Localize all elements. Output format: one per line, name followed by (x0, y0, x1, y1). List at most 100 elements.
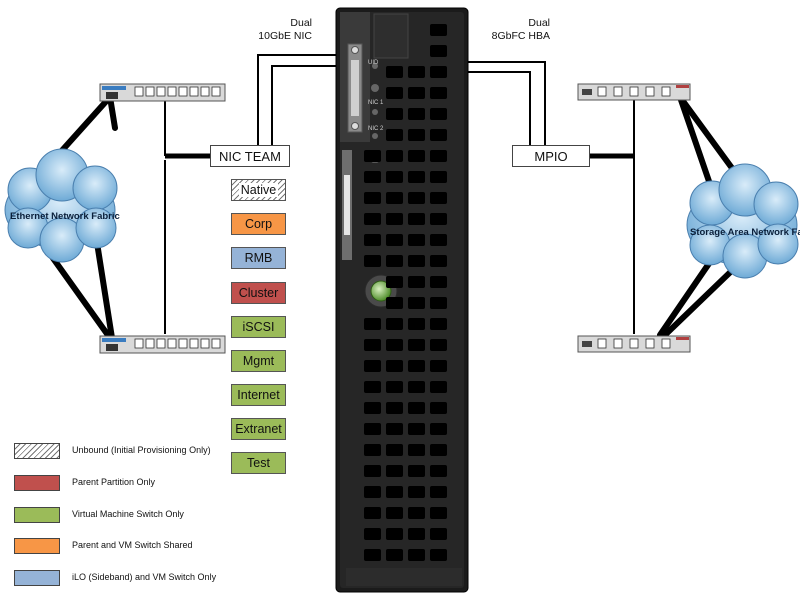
vent-slot (386, 507, 403, 519)
vent-slot (364, 234, 381, 246)
nic-top-line2: 10GbE NIC (258, 30, 312, 42)
vent-slot (408, 108, 425, 120)
vlan-label: Mgmt (242, 354, 275, 368)
vlan-label: Extranet (235, 422, 282, 436)
hba-top-label: Dual 8GbFC HBA (490, 17, 550, 43)
hba-top-line1: Dual (528, 17, 550, 29)
vent-slot (364, 318, 381, 330)
vent-slot (408, 444, 425, 456)
vent-slot (386, 255, 403, 267)
vent-slot (386, 318, 403, 330)
vent-slot (364, 381, 381, 393)
vent-slot (408, 192, 425, 204)
vent-slot (408, 549, 425, 561)
legend-swatch (14, 538, 60, 554)
vent-slot (408, 486, 425, 498)
hba-cables (468, 61, 635, 334)
vlan-item: Test (231, 452, 286, 474)
vent-slot (386, 339, 403, 351)
san-cloud-icon (686, 163, 799, 279)
vent-slot (430, 171, 447, 183)
vent-slot (430, 486, 447, 498)
vlan-item: RMB (231, 247, 286, 269)
legend-swatch (14, 507, 60, 523)
hba-top-line2: 8GbFC HBA (491, 30, 550, 42)
vlan-label: Test (247, 456, 270, 470)
vent-slot (364, 255, 381, 267)
vent-slot (386, 528, 403, 540)
vlan-item: Internet (231, 384, 286, 406)
ethernet-switch-bottom (99, 335, 226, 354)
vent-slot (430, 297, 447, 309)
vent-slot (386, 381, 403, 393)
vent-slot (386, 276, 403, 288)
vent-slot (386, 360, 403, 372)
legend-swatch (14, 443, 60, 459)
vent-slot (386, 108, 403, 120)
vent-slot (386, 66, 403, 78)
vent-slot (408, 129, 425, 141)
vent-slot (430, 24, 447, 36)
vent-slot (430, 423, 447, 435)
vlan-item: Corp (231, 213, 286, 235)
vent-slot (430, 549, 447, 561)
vent-slot (408, 87, 425, 99)
vlan-item: Native (231, 179, 286, 201)
legend-label: iLO (Sideband) and VM Switch Only (72, 572, 217, 582)
vent-slot (408, 507, 425, 519)
vent-slot (430, 402, 447, 414)
vent-slot (364, 192, 381, 204)
vent-slot (408, 339, 425, 351)
vent-slot (386, 444, 403, 456)
vent-slot (408, 360, 425, 372)
server-nic1-label: NIC 1 (368, 100, 384, 106)
vent-slot (364, 486, 381, 498)
vent-slot (364, 402, 381, 414)
nic-top-line1: Dual (290, 17, 312, 29)
vent-slot (386, 402, 403, 414)
vent-slot (386, 213, 403, 225)
vent-slot (408, 234, 425, 246)
vent-slot (430, 255, 447, 267)
vent-slot (408, 465, 425, 477)
vent-slot (430, 108, 447, 120)
vent-slot (408, 297, 425, 309)
legend-label: Parent Partition Only (72, 477, 156, 487)
vent-slot (430, 465, 447, 477)
vent-slot (364, 549, 381, 561)
vent-slot (386, 234, 403, 246)
ethernet-cloud-icon (4, 148, 118, 263)
vlan-item: Cluster (231, 282, 286, 304)
legend-label: Unbound (Initial Provisioning Only) (72, 445, 211, 455)
vent-slot (430, 66, 447, 78)
vlan-item: Mgmt (231, 350, 286, 372)
vlan-item: Extranet (231, 418, 286, 440)
vent-slot (430, 381, 447, 393)
vent-slot (430, 150, 447, 162)
vlan-label: Internet (237, 388, 280, 402)
vent-slot (408, 255, 425, 267)
vent-slot (430, 213, 447, 225)
vent-slot (408, 150, 425, 162)
vent-slot (386, 423, 403, 435)
vlan-item: iSCSI (231, 316, 286, 338)
fc-switch-bottom (577, 335, 691, 353)
vent-slot (364, 507, 381, 519)
vent-slot (430, 276, 447, 288)
mpio-box: MPIO (512, 145, 590, 167)
vent-slot (386, 192, 403, 204)
vent-slot (386, 150, 403, 162)
vlan-label: RMB (244, 251, 273, 265)
vent-slot (408, 318, 425, 330)
vent-slot (408, 66, 425, 78)
vent-slot (430, 528, 447, 540)
vent-slot (430, 45, 447, 57)
vent-slot (386, 465, 403, 477)
vent-slot (408, 381, 425, 393)
vent-slot (430, 129, 447, 141)
vent-slot (430, 192, 447, 204)
vent-slot (386, 297, 403, 309)
legend-label: Parent and VM Switch Shared (72, 540, 193, 550)
vent-slot (430, 444, 447, 456)
